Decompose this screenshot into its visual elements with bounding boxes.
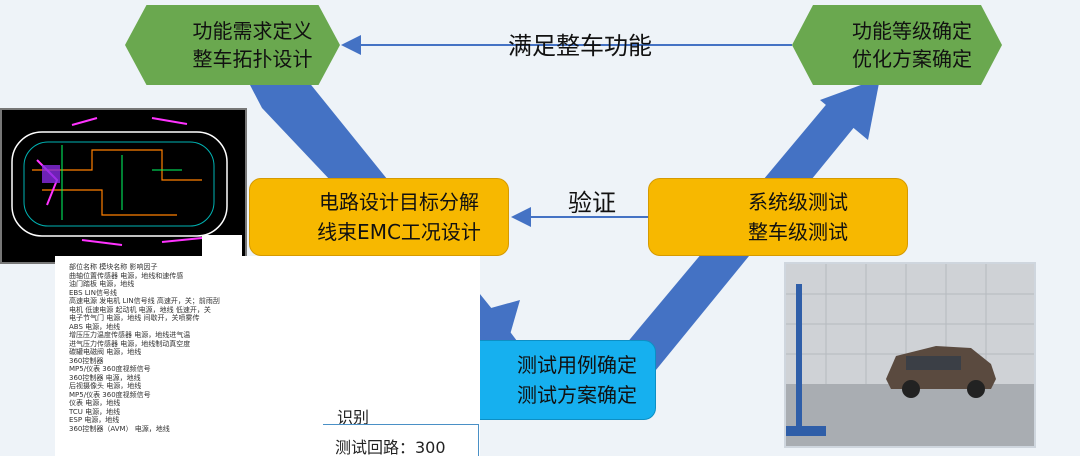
node-test-case[interactable]: 测试用例确定 测试方案确定 xyxy=(458,340,656,420)
doc-footer-1: 识别 xyxy=(337,408,370,427)
doc-line: 后视摄像头 电源，地线 xyxy=(69,382,142,390)
topology-schematic xyxy=(11,117,242,260)
doc-line: 增压压力温度传感器 电源，地线进气温 xyxy=(69,331,191,339)
doc-line: ESP 电源，地线 xyxy=(69,416,120,424)
doc-line: 高速电源 发电机 LIN信号线 高速开，关；前雨刮 xyxy=(69,297,220,305)
doc-line: ABS 电源，地线 xyxy=(69,322,121,331)
node-function-requirement[interactable]: 功能需求定义 整车拓扑设计 xyxy=(125,5,340,85)
vehicle-topology-image xyxy=(0,108,247,264)
doc-line: 部位名称 模块名称 影响因子 xyxy=(69,263,158,271)
edge-label-top: 满足整车功能 xyxy=(508,32,652,60)
doc-border xyxy=(323,424,479,456)
node-line-1: 电路设计目标分解 xyxy=(319,190,479,214)
node-line-2: 优化方案确定 xyxy=(852,47,972,71)
node-line-1: 测试用例确定 xyxy=(517,353,637,377)
doc-line: EBS LIN信号线 xyxy=(69,288,117,297)
doc-line: 360控制器 xyxy=(69,356,104,365)
node-line-1: 系统级测试 xyxy=(748,190,848,214)
node-line-2: 整车拓扑设计 xyxy=(192,47,313,71)
doc-line: TCU 电源，地线 xyxy=(69,407,121,416)
node-line-1: 功能等级确定 xyxy=(852,19,972,43)
arrow-left-diagonal-head xyxy=(455,300,520,352)
node-system-test[interactable]: 系统级测试 整车级测试 xyxy=(648,178,908,256)
doc-line: 电子节气门 电源，地线 间歇开，关喷雾传 xyxy=(69,314,200,322)
doc-line: 油门踏板 电源，地线 xyxy=(69,280,135,288)
doc-line: MP5/仪表 360度视频信号 xyxy=(69,365,151,373)
chamber-photo-graphic xyxy=(786,264,1034,446)
arrow-right-diagonal-head xyxy=(820,78,880,140)
emc-chamber-photo xyxy=(784,262,1036,448)
node-line-2: 测试方案确定 xyxy=(517,383,637,407)
doc-line: 360控制器 电源，地线 xyxy=(69,373,141,382)
document-table-image: 部位名称 模块名称 影响因子曲轴位置传感器 电源，地线和速传感油门踏板 电源，地… xyxy=(55,256,480,456)
doc-line: MP5/仪表 360度视频信号 xyxy=(69,390,151,399)
doc-line: 360控制器（AVM） 电源，地线 xyxy=(69,424,170,433)
doc-line: 碳罐电磁阀 电源，地线 xyxy=(69,348,142,356)
doc-line: 进气压力传感器 电源，地线制动真空度 xyxy=(69,339,191,348)
node-line-1: 功能需求定义 xyxy=(192,19,313,43)
doc-line: 仪表 电源，地线 xyxy=(69,399,121,407)
node-circuit-design[interactable]: 电路设计目标分解 线束EMC工况设计 xyxy=(249,178,509,256)
doc-footer-2: 测试回路：300 xyxy=(335,438,446,456)
node-function-grade[interactable]: 功能等级确定 优化方案确定 xyxy=(792,5,1002,85)
node-line-2: 线束EMC工况设计 xyxy=(317,220,481,244)
doc-line: 电机 低速电源 起动机 电源，地线 低速开，关 xyxy=(69,305,211,314)
node-line-2: 整车级测试 xyxy=(748,220,848,244)
doc-line: 曲轴位置传感器 电源，地线和速传感 xyxy=(69,271,184,280)
edge-label-middle: 验证 xyxy=(568,189,616,217)
